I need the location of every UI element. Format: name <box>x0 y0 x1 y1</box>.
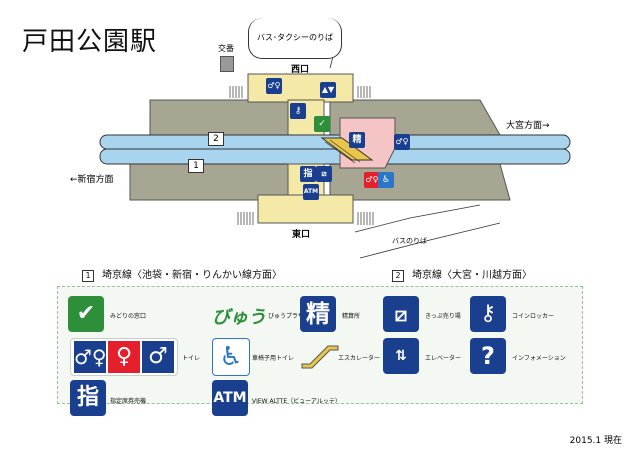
stairs-right-bottom <box>357 212 374 225</box>
platform-escalator <box>320 137 374 164</box>
koban-label: 交番 <box>218 44 234 53</box>
toilet-female-icon: ♀ <box>108 341 140 373</box>
route-2-label: 埼京線〈大宮・川越方面〉 <box>412 270 532 281</box>
ticket-machine-label: きっぷ売り場 <box>425 313 461 320</box>
toilet-male-icon: ♂ <box>142 341 174 373</box>
midori-window-icon: ✔ <box>68 296 104 332</box>
route-1-label: 埼京線〈池袋・新宿・りんかい線方面〉 <box>102 270 282 281</box>
direction-shinjuku: ←新宿方面 <box>70 175 114 185</box>
reserved-seat-machine-icon: 指 <box>70 380 106 416</box>
elevator-label: エレベーター <box>425 355 462 362</box>
track-number-2: 2 <box>208 132 224 146</box>
view-plaza-logo: びゅう <box>212 307 266 328</box>
date-note: 2015.1 現在 <box>569 436 622 446</box>
map-toilet-icon: ♂♀ <box>266 78 282 94</box>
koban-icon <box>220 56 234 72</box>
toilet-icon-group: ♂♀♀♂ <box>70 338 178 376</box>
toilet-mixed-icon: ♂♀ <box>74 341 107 373</box>
coin-locker-label: コインロッカー <box>512 313 555 320</box>
lower-track <box>99 148 571 165</box>
map-elevator-icon: ▲▼ <box>320 82 336 98</box>
escalator-label: エスカレーター <box>338 355 381 362</box>
view-plaza-label: びゅうプラザ <box>268 313 304 320</box>
map-midori-icon: ✓ <box>314 116 330 132</box>
bus-taxi-stand: バス･タクシーのりば <box>248 18 342 59</box>
road-line-a <box>354 204 481 233</box>
atm-label: VIEW ALTTE（ビューアルッテ） <box>252 398 341 405</box>
atm-icon: ATM <box>212 380 248 416</box>
map-reserved-icon: 指 <box>300 166 316 182</box>
coin-locker-icon: ⚷ <box>470 296 506 332</box>
information-label: インフォメーション <box>512 355 566 362</box>
escalator-icon <box>301 345 339 369</box>
stairs-left-bottom <box>237 212 254 225</box>
map-fare-icon: 精 <box>349 132 365 148</box>
ticket-machine-icon: ⧄ <box>383 296 419 332</box>
map-atm-icon: ATM <box>303 184 319 200</box>
accessible-toilet-label: 車椅子用トイレ <box>252 355 295 362</box>
map-accessible-icon: ♿ <box>378 172 394 188</box>
east-exit-label: 東口 <box>292 230 311 240</box>
upper-platform <box>149 99 301 136</box>
elevator-icon: ⇅ <box>383 338 419 374</box>
route-1-heading: 1 埼京線〈池袋・新宿・りんかい線方面〉 <box>82 266 282 282</box>
stairs-right-top <box>357 86 371 98</box>
accessible-toilet-icon: ♿ <box>212 338 250 376</box>
bus-stop-label: バスのりば <box>392 237 427 245</box>
map-toilet-icon-3: ♂♀ <box>364 172 380 188</box>
route-2-heading: 2 埼京線〈大宮・川越方面〉 <box>392 266 532 282</box>
fare-adjustment-icon: 精 <box>300 296 336 332</box>
fare-adjustment-label: 精算所 <box>342 313 361 320</box>
route-1-number: 1 <box>82 270 94 282</box>
map-locker-icon: ⚷ <box>290 103 306 119</box>
west-exit-label: 西口 <box>291 65 310 75</box>
west-concourse <box>247 73 354 103</box>
midori-window-label: みどりの窓口 <box>110 313 147 320</box>
map-ticket-icon: ⧄ <box>316 166 332 182</box>
information-icon: ? <box>470 338 506 374</box>
stairs-left-top <box>229 86 243 98</box>
right-platform-lower <box>329 163 511 201</box>
track-number-1: 1 <box>188 159 204 173</box>
road-line-b <box>359 222 501 259</box>
direction-omiya: 大宮方面→ <box>506 121 550 131</box>
map-toilet-icon-2: ♂♀ <box>394 134 410 150</box>
station-title: 戸田公園駅 <box>22 27 158 57</box>
toilet-label: トイレ <box>182 355 201 362</box>
reserved-seat-machine-label: 指定席券売機 <box>110 398 147 405</box>
route-2-number: 2 <box>392 270 404 282</box>
